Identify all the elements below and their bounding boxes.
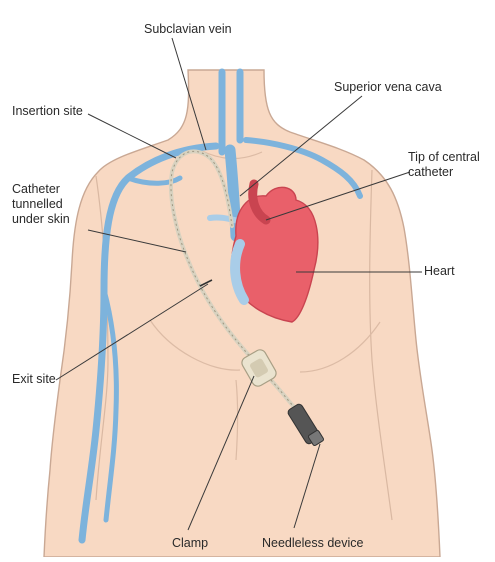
label-superior-vena-cava: Superior vena cava [334,80,442,95]
label-subclavian-vein: Subclavian vein [144,22,232,37]
label-clamp: Clamp [172,536,208,551]
label-insertion-site: Insertion site [12,104,83,119]
label-exit-site: Exit site [12,372,56,387]
label-needleless-device: Needleless device [262,536,363,551]
label-heart: Heart [424,264,455,279]
label-catheter-tunnelled: Catheter tunnelled under skin [12,182,96,227]
leader-insertion-site [88,114,176,158]
label-tip-of-central-catheter: Tip of central catheter [408,150,488,180]
